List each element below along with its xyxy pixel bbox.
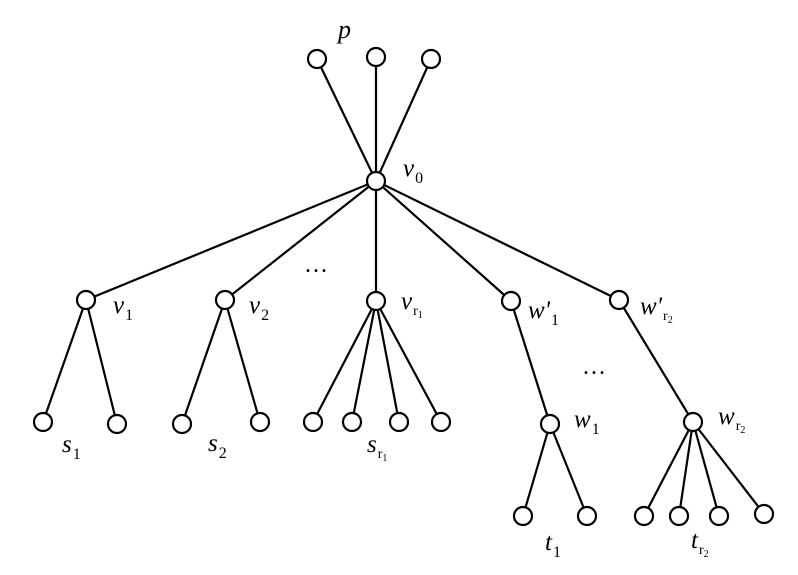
node-sr1a — [302, 411, 324, 433]
edge-v1-s1a — [41, 299, 88, 423]
node-tr2a — [633, 505, 655, 527]
label-p: p — [336, 15, 351, 44]
edge-v2-s2a — [180, 299, 227, 425]
label-wr2-prime: w'r2 — [640, 293, 673, 326]
label-sr1: sr1 — [367, 431, 387, 464]
node-p3 — [420, 48, 442, 70]
edge-v1-s1b — [84, 299, 119, 425]
edge-v0-w1p — [375, 180, 512, 302]
node-tr2b — [668, 505, 690, 527]
edge-wr2-tr2b — [677, 421, 695, 517]
edge-wr2p-wr2 — [618, 299, 694, 423]
edge-v0-p3 — [374, 58, 433, 182]
edge-v0-v1 — [85, 179, 377, 302]
ellipsis-upper: … — [304, 252, 328, 278]
node-vr1 — [365, 290, 387, 312]
label-s1: s1 — [62, 431, 81, 463]
label-vr1: vr1 — [401, 288, 423, 321]
edge-wr2-tr2d — [692, 421, 765, 515]
node-sr1d — [430, 411, 452, 433]
edge-w1-t1b — [548, 423, 589, 517]
edge-vr1-sr1d — [375, 300, 442, 423]
edge-v0-p1 — [316, 58, 377, 182]
label-v1: v1 — [113, 292, 133, 324]
label-v0: v0 — [403, 155, 423, 187]
nodes-group — [32, 46, 775, 527]
node-s1a — [32, 411, 54, 433]
node-v1 — [75, 289, 97, 311]
node-t1b — [576, 505, 598, 527]
edge-wr2-tr2c — [691, 421, 721, 517]
node-tr2c — [708, 505, 730, 527]
labels-group: p v0 v1 v2 vr1 w'1 w'r2 w1 wr2 s1 s2 sr1… — [62, 15, 745, 561]
label-tr2: tr2 — [691, 527, 709, 560]
node-w1 — [539, 413, 561, 435]
label-t1: t1 — [545, 529, 561, 561]
node-s2b — [249, 411, 271, 433]
node-p2 — [365, 46, 387, 68]
node-s1b — [106, 413, 128, 435]
node-v0 — [365, 170, 387, 192]
edges-group — [41, 57, 765, 517]
node-v2 — [214, 289, 236, 311]
edge-vr1-sr1c — [374, 300, 401, 423]
node-wr2p — [608, 289, 630, 311]
node-p1 — [306, 48, 328, 70]
edge-vr1-sr1a — [312, 300, 377, 423]
edge-w1p-w1 — [509, 300, 552, 425]
label-w1: w1 — [574, 406, 600, 438]
label-s2: s2 — [208, 430, 227, 462]
node-sr1c — [388, 411, 410, 433]
edge-v0-wr2p — [375, 180, 620, 301]
node-w1p — [500, 290, 522, 312]
edge-wr2-tr2a — [643, 421, 694, 517]
node-t1a — [512, 505, 534, 527]
label-v2: v2 — [249, 292, 269, 324]
node-wr2 — [682, 411, 704, 433]
label-wr2: wr2 — [718, 403, 745, 436]
node-s2a — [171, 413, 193, 435]
edge-v2-s2b — [223, 299, 262, 423]
node-sr1b — [341, 411, 363, 433]
label-w1-prime: w'1 — [528, 297, 559, 329]
node-tr2d — [753, 503, 775, 525]
edge-w1-t1a — [521, 423, 552, 517]
ellipsis-lower: … — [582, 354, 606, 380]
edge-vr1-sr1b — [350, 300, 378, 423]
edge-v0-v2 — [224, 180, 377, 301]
